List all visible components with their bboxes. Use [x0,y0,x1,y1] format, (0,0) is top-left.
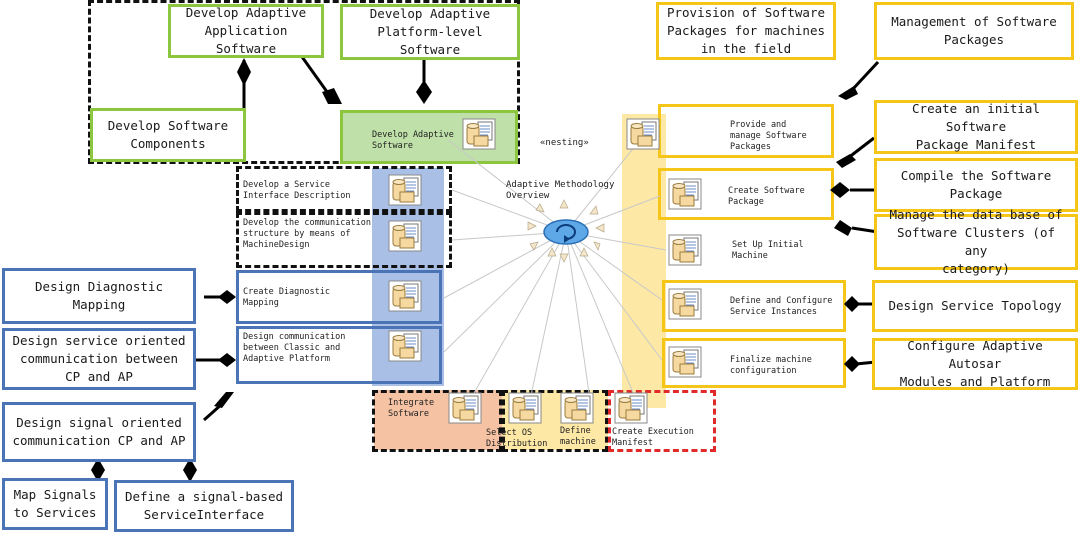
activity-service-interface[interactable]: Develop a Service Interface Description [243,180,351,201]
activity-execution-manifest[interactable]: Create Execution Manifest [612,427,694,448]
activity-finalize-machine[interactable]: Finalize machine configuration [730,355,812,376]
document-stack-icon [626,118,660,150]
develop-software-group [88,0,520,164]
integrate-frame [372,390,502,452]
document-stack-icon [448,392,482,424]
design-signal-oriented-communication[interactable]: Design signal oriented communication CP … [2,402,196,462]
document-stack-icon [668,234,702,266]
document-stack-icon [388,330,422,362]
nesting-label: «nesting» [540,138,589,148]
activity-provide-manage-packages[interactable]: Provide and manage Software Packages [730,120,807,152]
activity-define-machine[interactable]: Define machine [560,426,596,447]
create-package-frame [658,168,834,220]
activity-select-os[interactable]: Select OS Distribution [486,428,548,449]
document-stack-icon [462,118,496,150]
document-stack-icon [614,392,648,424]
provision-software-packages[interactable]: Provision of Software Packages for machi… [656,2,836,60]
compile-software-package[interactable]: Compile the Software Package [874,158,1078,212]
activity-classic-adaptive[interactable]: Design communication between Classic and… [243,332,346,364]
execution-manifest-frame [608,390,716,452]
document-stack-icon [388,280,422,312]
activity-integrate-software[interactable]: Integrate Software [388,398,435,419]
service-instances-frame [662,280,846,332]
activity-service-instances[interactable]: Define and Configure Service Instances [730,296,833,317]
design-diagnostic-mapping[interactable]: Design Diagnostic Mapping [2,268,196,324]
configure-adaptive-modules[interactable]: Configure Adaptive Autosar Modules and P… [872,338,1078,390]
develop-software-components[interactable]: Develop Software Components [90,108,246,162]
map-signals-to-services[interactable]: Map Signals to Services [2,478,108,530]
develop-adaptive-platform-software[interactable]: Develop Adaptive Platform-level Software [340,4,520,60]
activity-diagnostic-mapping[interactable]: Create Diagnostic Mapping [243,287,330,308]
document-stack-icon [668,288,702,320]
activity-set-up-initial-machine[interactable]: Set Up Initial Machine [732,240,804,261]
document-stack-icon [388,174,422,206]
classic-adaptive-frame [236,326,442,384]
activity-create-software-package[interactable]: Create Software Package [728,186,805,207]
comm-structure-frame [236,212,452,268]
os-machine-frame [502,390,608,452]
diagnostic-frame [236,270,442,324]
service-interface-frame [236,166,452,212]
yellow-band [622,114,666,408]
develop-adaptive-application-software[interactable]: Develop Adaptive Application Software [168,4,324,58]
activity-comm-structure[interactable]: Develop the communication structure by m… [243,218,371,250]
document-stack-icon [508,392,542,424]
document-stack-icon [560,392,594,424]
document-stack-icon [668,178,702,210]
center-title: Adaptive Methodology Overview [506,180,615,201]
center-hub[interactable] [542,218,590,246]
manage-software-clusters-database[interactable]: Manage the data base of Software Cluster… [874,207,1078,276]
document-stack-icon [388,220,422,252]
rotate-cycle-icon [543,219,589,245]
management-of-software-packages[interactable]: Management of Software Packages [874,2,1074,60]
design-service-topology[interactable]: Design Service Topology [872,280,1078,332]
activity-develop-adaptive-software[interactable]: Develop Adaptive Software [372,130,454,151]
design-service-oriented-communication[interactable]: Design service oriented communication be… [2,328,196,390]
document-stack-icon [668,346,702,378]
finalize-machine-frame [662,338,846,388]
define-signal-based-service-interface[interactable]: Define a signal-based ServiceInterface [114,480,294,532]
develop-adaptive-software-frame [340,110,518,164]
create-initial-package-manifest[interactable]: Create an initial Software Package Manif… [874,100,1078,154]
